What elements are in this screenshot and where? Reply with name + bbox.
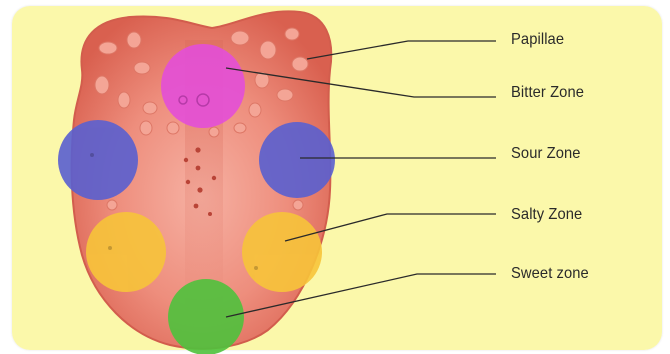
papillae-label: Papillae xyxy=(511,31,564,49)
papilla-pit xyxy=(208,212,212,216)
papilla-pit xyxy=(212,176,216,180)
papilla-bump xyxy=(249,103,261,117)
bitter-zone xyxy=(161,44,245,128)
papilla-bump xyxy=(293,200,303,210)
salty-zone-label: Salty Zone xyxy=(511,206,582,224)
papilla-pit xyxy=(197,187,202,192)
papilla-bump xyxy=(140,121,152,135)
salty-zone-left xyxy=(86,212,166,292)
papilla-pit xyxy=(195,147,200,152)
papilla-bump xyxy=(107,200,117,210)
papilla-bump xyxy=(95,76,109,94)
papilla-bump xyxy=(292,57,308,71)
papilla-pit xyxy=(184,158,188,162)
papilla-bump xyxy=(234,123,246,133)
sweet-zone xyxy=(168,279,244,354)
bitter-zone-label: Bitter Zone xyxy=(511,84,584,102)
papilla-pit xyxy=(194,204,199,209)
papilla-bump xyxy=(127,32,141,48)
zone-dot xyxy=(254,266,258,270)
zone-dot xyxy=(90,153,94,157)
papilla-bump xyxy=(285,28,299,40)
papilla-bump xyxy=(277,89,293,101)
papilla-bump xyxy=(260,41,276,59)
papilla-bump xyxy=(167,122,179,134)
zone-dot xyxy=(108,246,112,250)
salty-zone-right xyxy=(242,212,322,292)
papilla-pit xyxy=(196,166,201,171)
papilla-bump xyxy=(231,31,249,45)
papilla-bump xyxy=(134,62,150,74)
papilla-bump xyxy=(209,127,219,137)
sour-zone-left xyxy=(58,120,138,200)
papilla-bump xyxy=(118,92,130,108)
papilla-bump xyxy=(143,102,157,114)
sour-zone-label: Sour Zone xyxy=(511,145,581,163)
papilla-bump xyxy=(99,42,117,54)
sour-zone-right xyxy=(259,122,335,198)
sweet-zone-label: Sweet zone xyxy=(511,265,589,283)
papilla-pit xyxy=(186,180,190,184)
